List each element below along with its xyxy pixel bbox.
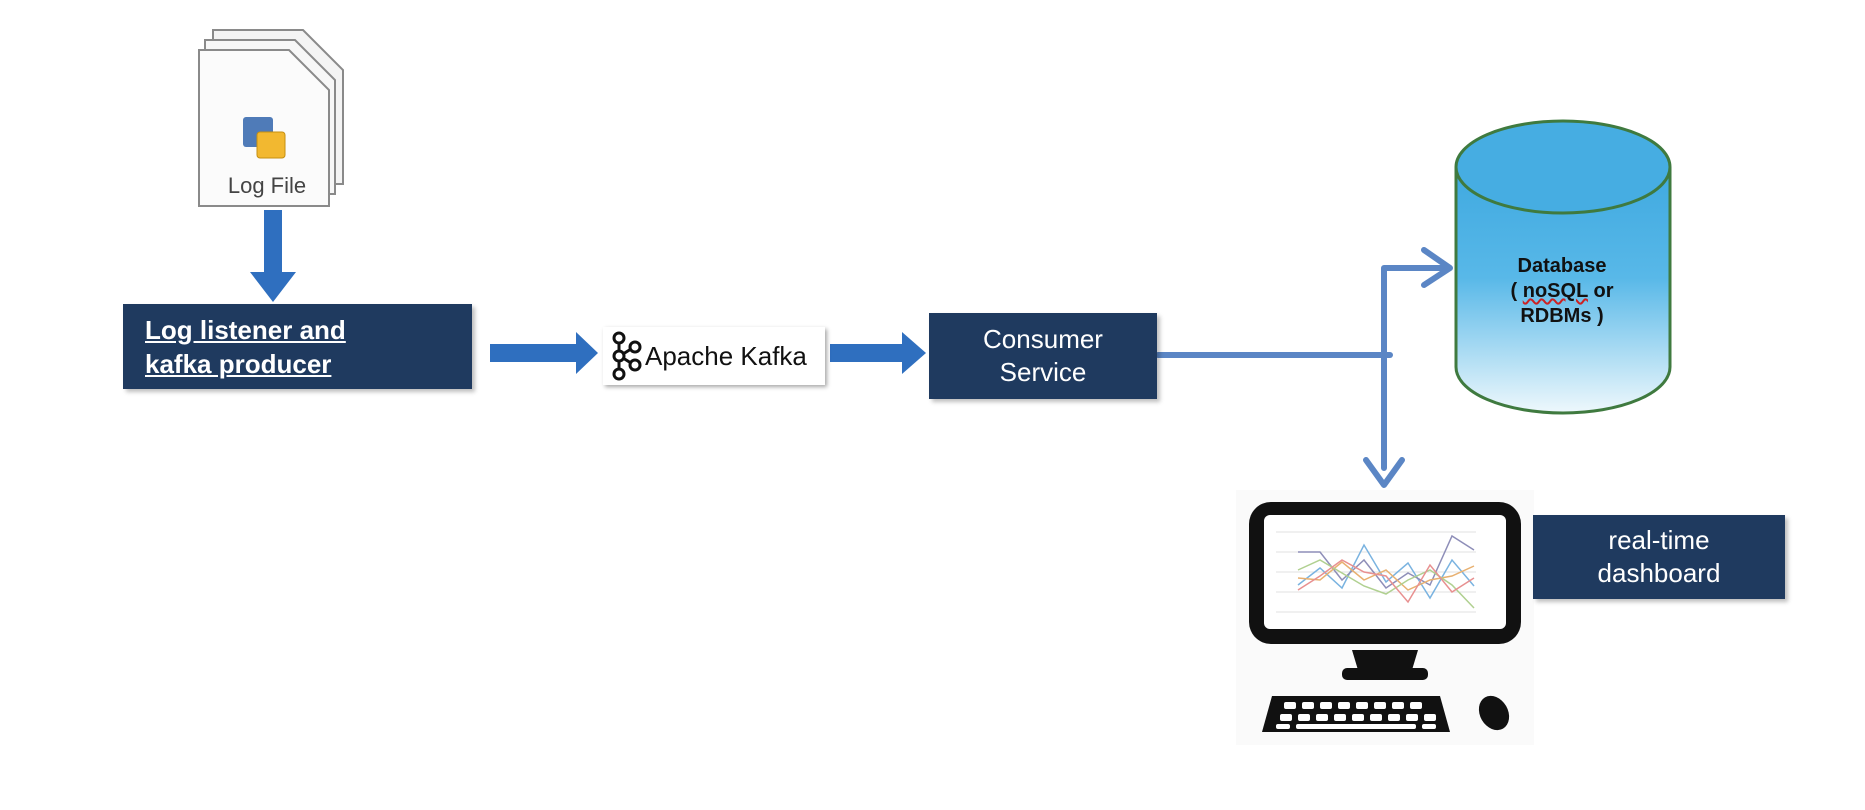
log-file-label: Log File <box>227 173 307 198</box>
connector-consumer-branch <box>1155 247 1453 488</box>
database-label-nosql: noSQL <box>1522 280 1588 302</box>
desktop-computer-icon <box>1236 490 1534 745</box>
database-label-line2: ( noSQL or <box>1462 279 1662 304</box>
database-label-line3: RDBMs ) <box>1520 305 1604 327</box>
database-label: Database ( noSQL or RDBMs ) <box>1462 254 1662 329</box>
stacked-document-icon <box>198 29 344 207</box>
kafka-label: Apache Kafka <box>645 340 807 371</box>
arrow-kafka-to-consumer <box>830 332 926 374</box>
consumer-label-line1: Consumer <box>983 324 1103 354</box>
dashboard-label-line1: real-time <box>1608 525 1710 555</box>
database-cylinder-icon <box>1454 119 1672 415</box>
arrow-producer-to-kafka <box>490 332 598 374</box>
arrow-logfile-to-producer <box>250 210 296 302</box>
database-label-prefix: ( <box>1510 280 1523 302</box>
dashboard-label-line2: dashboard <box>1597 558 1721 588</box>
log-listener-producer-box: Log listener and kafka producer <box>123 304 472 389</box>
dashboard-screen-chart <box>1276 531 1476 613</box>
realtime-dashboard-box: real-time dashboard <box>1533 515 1785 599</box>
producer-label-line1: Log listener and <box>145 314 346 345</box>
database-label-suffix: or <box>1587 280 1614 302</box>
consumer-service-box: Consumer Service <box>929 313 1157 399</box>
apache-kafka-box: Apache Kafka <box>603 327 825 385</box>
producer-label-line2: kafka producer <box>145 348 332 379</box>
consumer-label-line2: Service <box>999 357 1087 387</box>
database-label-line1: Database <box>1517 255 1607 277</box>
kafka-logo-icon <box>612 331 642 381</box>
